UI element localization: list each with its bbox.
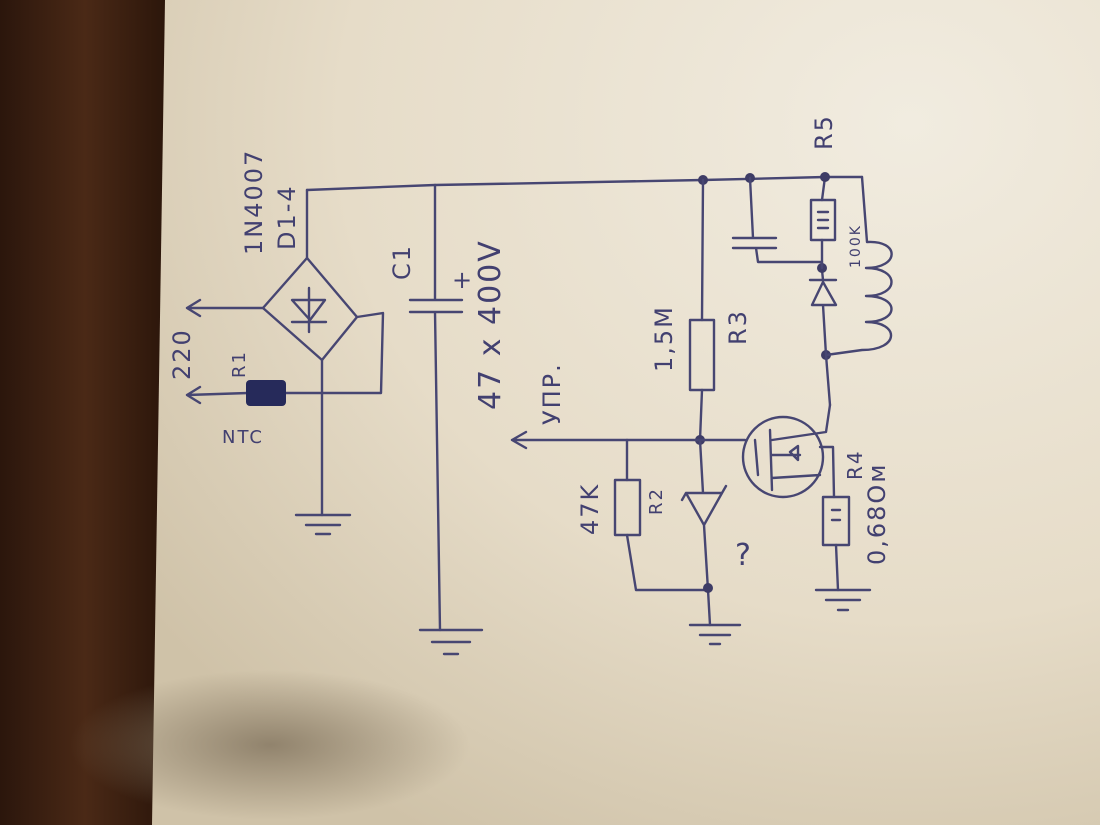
c1-label: C1 xyxy=(388,244,416,280)
control-output xyxy=(510,430,747,450)
resistor-r2 xyxy=(613,438,710,592)
inductor xyxy=(824,175,893,357)
snubber-capacitor xyxy=(731,176,824,264)
ground-icon xyxy=(418,628,484,656)
mosfet xyxy=(741,403,832,499)
zener-diode xyxy=(680,438,728,627)
zener-note: ? xyxy=(735,538,753,573)
mains-input xyxy=(185,298,385,405)
resistor-r4 xyxy=(818,445,851,592)
control-label: УПР. xyxy=(538,362,566,425)
mains-label: 220 xyxy=(168,328,196,380)
ntc-label: NTC xyxy=(222,427,264,448)
r1-label: R1 xyxy=(229,350,250,378)
r5-value: 100K xyxy=(848,224,864,268)
ground-icon xyxy=(294,513,352,536)
paper-sheet xyxy=(152,0,1100,825)
ground-icon xyxy=(688,623,742,646)
r4-ref: R4 xyxy=(843,449,867,480)
bridge-ref-label: D1-4 xyxy=(273,184,301,250)
r3-value: 1,5M xyxy=(650,305,678,372)
r3-ref: R3 xyxy=(724,309,752,345)
r5-ref: R5 xyxy=(810,114,838,150)
ground-icon xyxy=(814,588,872,612)
bridge-part-label: 1N4007 xyxy=(240,149,268,255)
resistor-r3 xyxy=(688,178,716,442)
shadow xyxy=(70,670,470,820)
c1-polarity: + xyxy=(452,266,474,294)
ntc-thermistor xyxy=(246,380,286,406)
r4-value: 0,68Ом xyxy=(863,463,891,565)
c1-value: 47 x 400V xyxy=(473,239,508,410)
capacitor-c1 xyxy=(408,183,464,632)
r2-value: 47K xyxy=(576,483,604,535)
r2-ref: R2 xyxy=(646,487,667,515)
